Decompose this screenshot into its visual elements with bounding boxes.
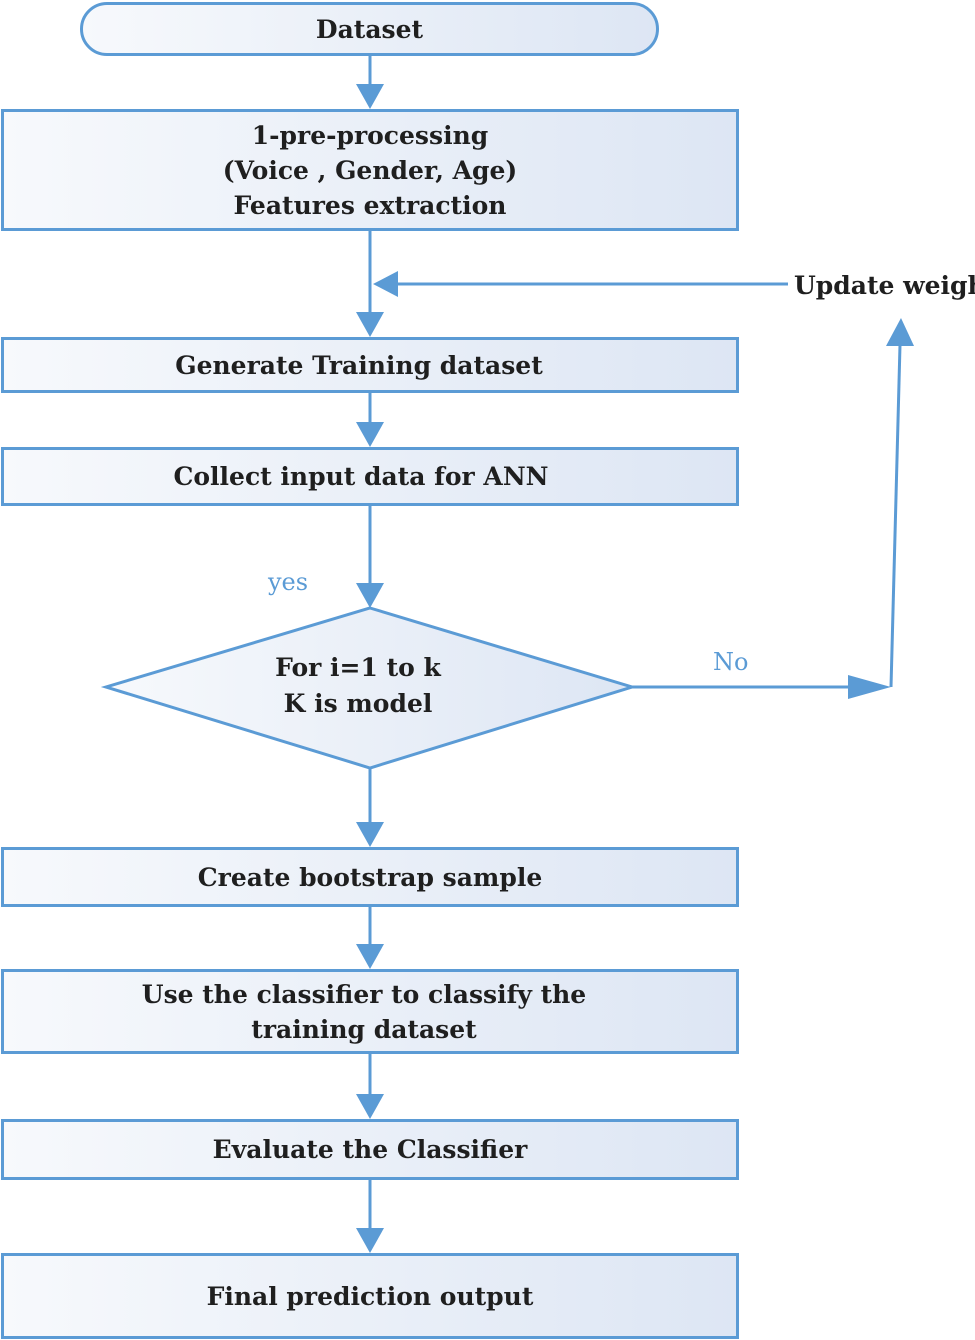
classify-line-2: training dataset (251, 1014, 477, 1044)
yes-label: yes (268, 568, 309, 596)
dataset-label: Dataset (315, 14, 424, 44)
arrowhead-right (848, 675, 891, 699)
generate-training-node: Generate Training dataset (1, 337, 739, 393)
preprocessing-node: 1-pre-processing (Voice , Gender, Age) F… (1, 109, 739, 231)
dataset-node: Dataset (80, 2, 659, 56)
arrowhead-down (356, 944, 384, 969)
evaluate-label: Evaluate the Classifier (212, 1135, 528, 1164)
preprocessing-line-1: 1-pre-processing (251, 120, 489, 150)
bootstrap-label: Create bootstrap sample (197, 862, 543, 892)
decision-line-2: K is model (283, 689, 433, 718)
no-label: No (713, 648, 749, 676)
generate-training-label: Generate Training dataset (175, 350, 543, 380)
decision-diamond-shape (100, 606, 638, 770)
arrowhead-left (373, 271, 398, 297)
bootstrap-node: Create bootstrap sample (1, 847, 739, 907)
arrowhead-down (356, 422, 384, 447)
preprocessing-line-3: Features extraction (233, 190, 507, 220)
arrowhead-down (356, 84, 384, 109)
arrowhead-down (356, 583, 384, 608)
collect-input-node: Collect input data for ANN (1, 447, 739, 506)
collect-input-label: Collect input data for ANN (173, 462, 549, 491)
arrowhead-down (356, 1094, 384, 1119)
decision-text: For i=1 to k K is model (180, 650, 536, 722)
decision-line-1: For i=1 to k (275, 653, 441, 682)
update-weight-label: Update weight (794, 271, 975, 300)
classify-node: Use the classifier to classify the train… (1, 969, 739, 1054)
final-output-label: Final prediction output (206, 1281, 534, 1311)
preprocessing-line-2: (Voice , Gender, Age) (222, 155, 518, 185)
arrowhead-down (356, 822, 384, 847)
final-output-node: Final prediction output (1, 1253, 739, 1339)
evaluate-node: Evaluate the Classifier (1, 1119, 739, 1180)
classify-line-1: Use the classifier to classify the (141, 979, 587, 1009)
edge-no-up (889, 344, 902, 688)
arrowhead-down (356, 312, 384, 337)
arrowhead-up (886, 318, 914, 346)
arrowhead-down (356, 1228, 384, 1253)
